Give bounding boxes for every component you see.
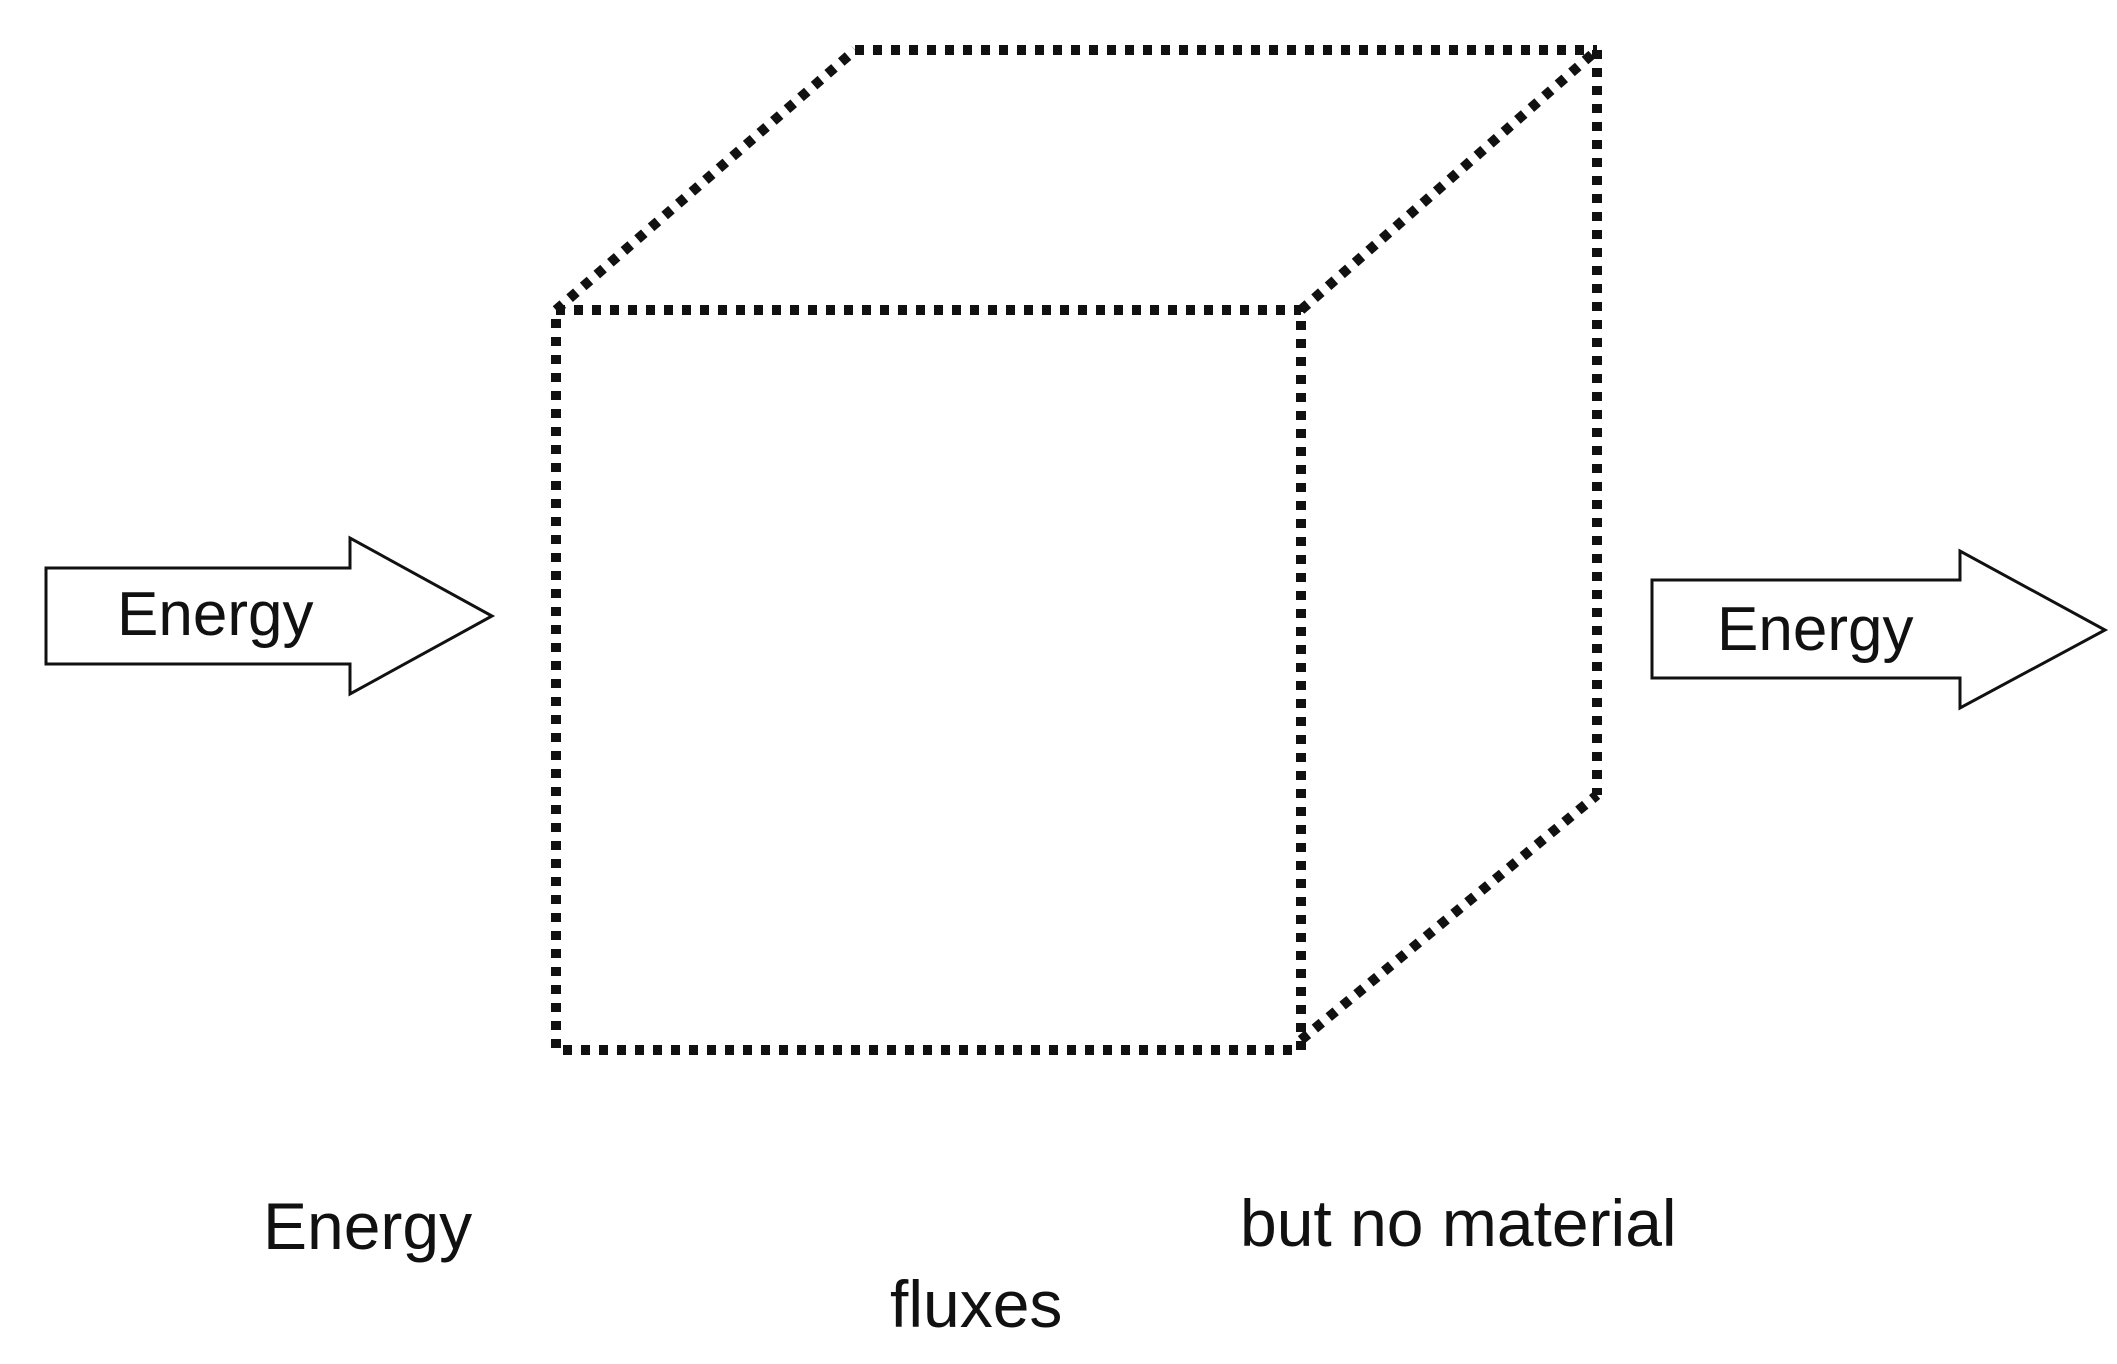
arrow-out-shape <box>1650 548 2109 711</box>
cube-bottom-right-edge <box>1297 791 1601 1044</box>
energy-in-arrow: Energy <box>44 535 496 697</box>
caption-left: Energy <box>263 1189 472 1263</box>
caption-center: fluxes <box>890 1267 1062 1341</box>
dotted-cube <box>551 45 1602 1055</box>
cube-top-right-edge <box>1297 46 1601 314</box>
arrow-in-shape <box>44 535 496 697</box>
arrow-out-label: Energy <box>1717 595 1913 664</box>
cube-top-left-edge <box>552 46 859 314</box>
energy-out-arrow: Energy <box>1650 548 2109 711</box>
cube-front-face <box>551 305 1306 1055</box>
arrow-in-label: Energy <box>117 580 313 649</box>
caption-right: but no material <box>1240 1186 1677 1260</box>
